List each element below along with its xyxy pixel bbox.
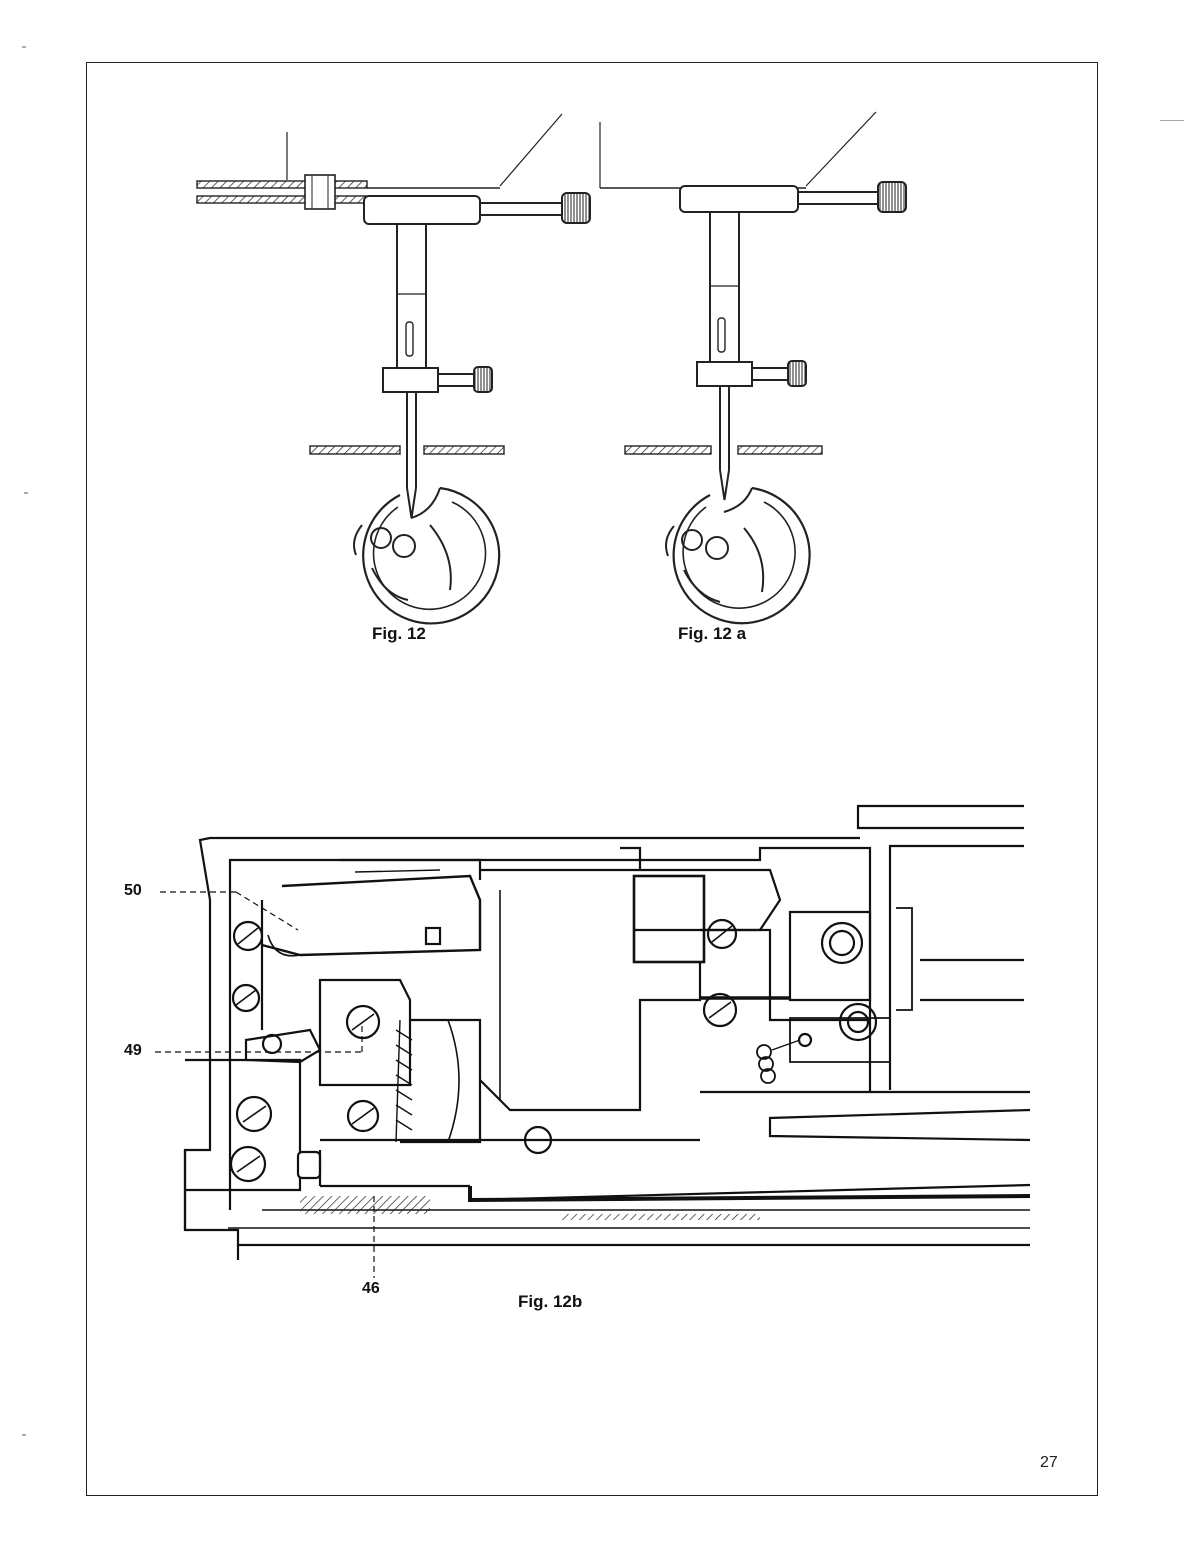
fig12-caption: Fig. 12: [372, 624, 426, 643]
fig12b-diagram: [155, 804, 1031, 1278]
scan-speck: [22, 1434, 26, 1436]
callout-50: 50: [124, 882, 142, 899]
fig12a-diagram: [599, 111, 907, 625]
fig12-diagram: [196, 113, 591, 625]
page-border: [86, 62, 1098, 1496]
fig12a-caption: Fig. 12 a: [678, 624, 747, 643]
fig12b-caption: Fig. 12b: [518, 1292, 583, 1311]
scan-speck: [22, 46, 26, 48]
page-number: 27: [1040, 1454, 1058, 1471]
callout-46: 46: [362, 1280, 380, 1297]
scan-speck: [1160, 120, 1184, 121]
scan-speck: [24, 492, 28, 494]
callout-49: 49: [124, 1042, 142, 1059]
